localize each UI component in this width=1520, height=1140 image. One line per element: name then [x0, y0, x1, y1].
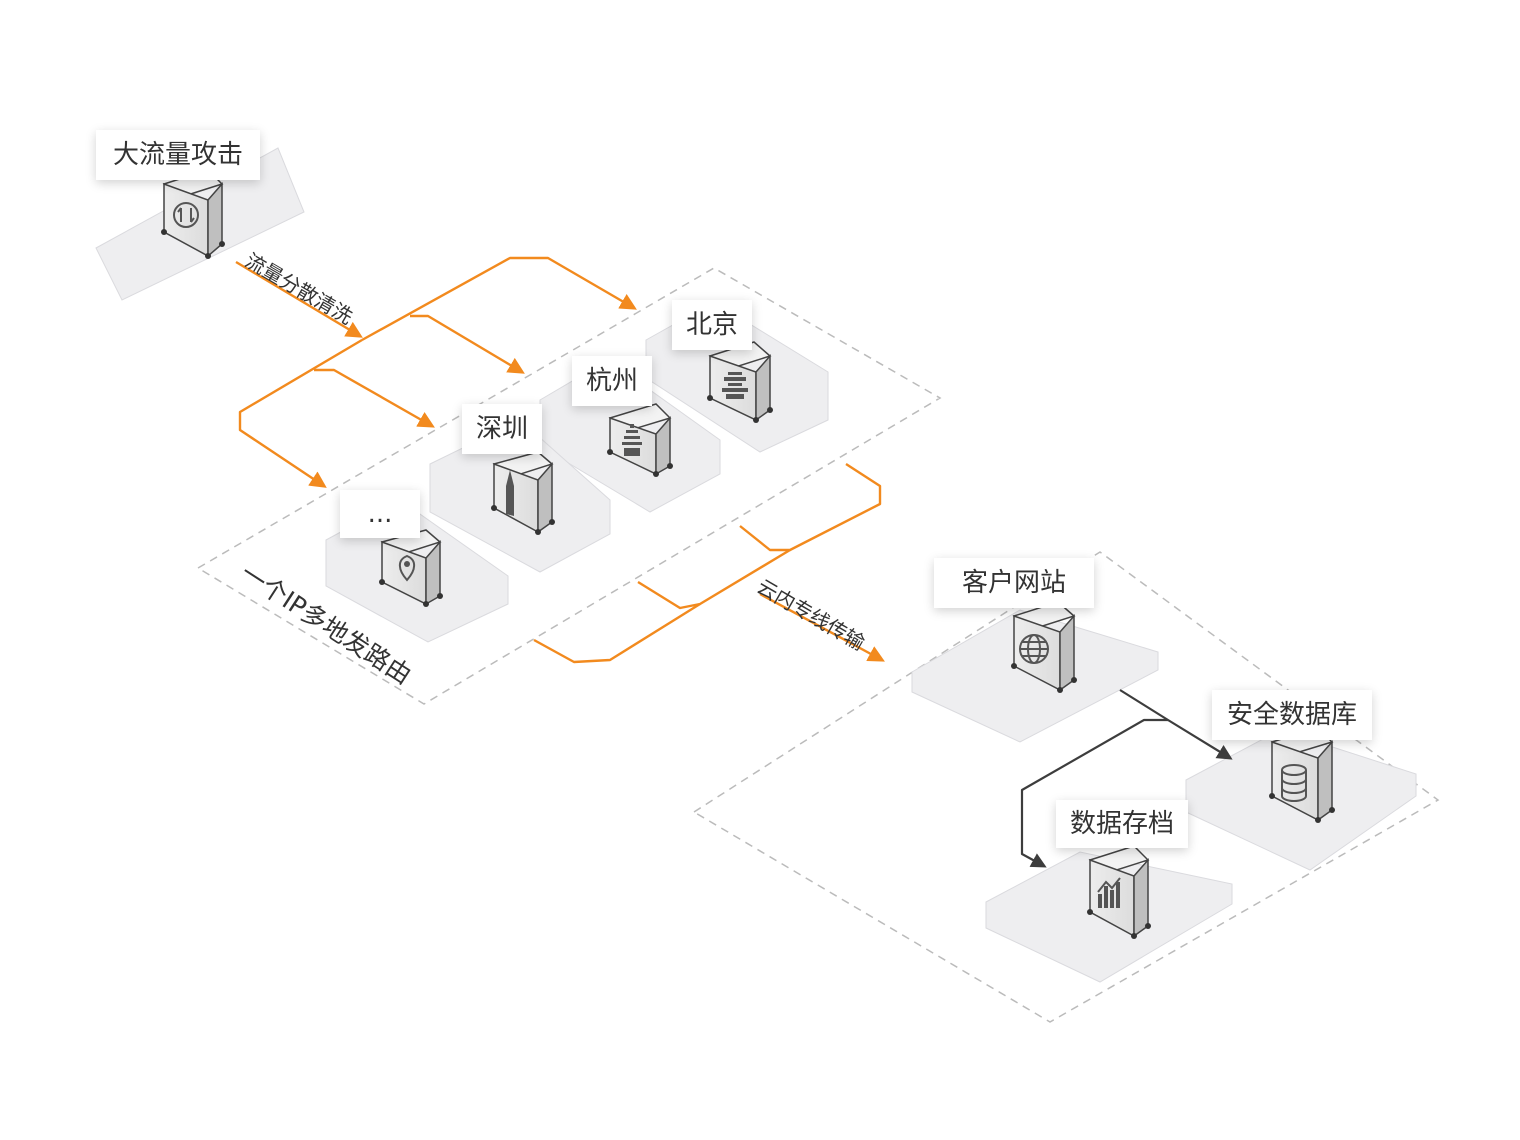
customer-group-outline	[692, 551, 1440, 1023]
to-website-line	[759, 592, 885, 662]
globe-icon	[1019, 634, 1049, 664]
merge-line-beijing	[739, 462, 882, 552]
vertex-dots	[161, 229, 1335, 939]
archive-server	[1088, 845, 1150, 938]
route-to-more	[238, 338, 363, 488]
website-label: 客户网站	[934, 558, 1094, 608]
beijing-label: 北京	[672, 300, 752, 350]
route-to-hangzhou	[410, 314, 525, 374]
archive-label: 数据存档	[1056, 800, 1188, 848]
more-server	[380, 529, 442, 606]
website-to-archive-line	[1020, 718, 1168, 868]
merge-line-hangzhou	[637, 548, 791, 610]
anycast-group-outline	[196, 267, 942, 705]
traffic-flow-lines	[235, 256, 885, 664]
hangzhou-label: 杭州	[572, 356, 652, 406]
hangzhou-server	[608, 403, 672, 476]
temple-of-heaven-icon	[722, 372, 748, 399]
shenzhen-server	[492, 451, 554, 534]
route-to-beijing	[361, 256, 637, 342]
more-label: ...	[340, 490, 420, 538]
beijing-server	[708, 341, 772, 422]
database-label: 安全数据库	[1212, 690, 1372, 740]
internal-flow-lines	[1020, 689, 1233, 868]
bar-chart-icon	[1097, 877, 1121, 908]
merge-line-shenzhen	[533, 602, 701, 664]
attack-to-split-line	[235, 260, 363, 338]
pagoda-icon	[622, 424, 642, 456]
database-icon	[1281, 764, 1307, 802]
shenzhen-label: 深圳	[462, 404, 542, 454]
traffic-arrows-icon	[173, 202, 199, 228]
route-to-shenzhen	[314, 368, 435, 428]
skyscraper-icon	[506, 470, 514, 516]
location-pin-icon	[398, 554, 416, 582]
attack-label: 大流量攻击	[96, 130, 260, 180]
website-server	[1012, 601, 1076, 692]
